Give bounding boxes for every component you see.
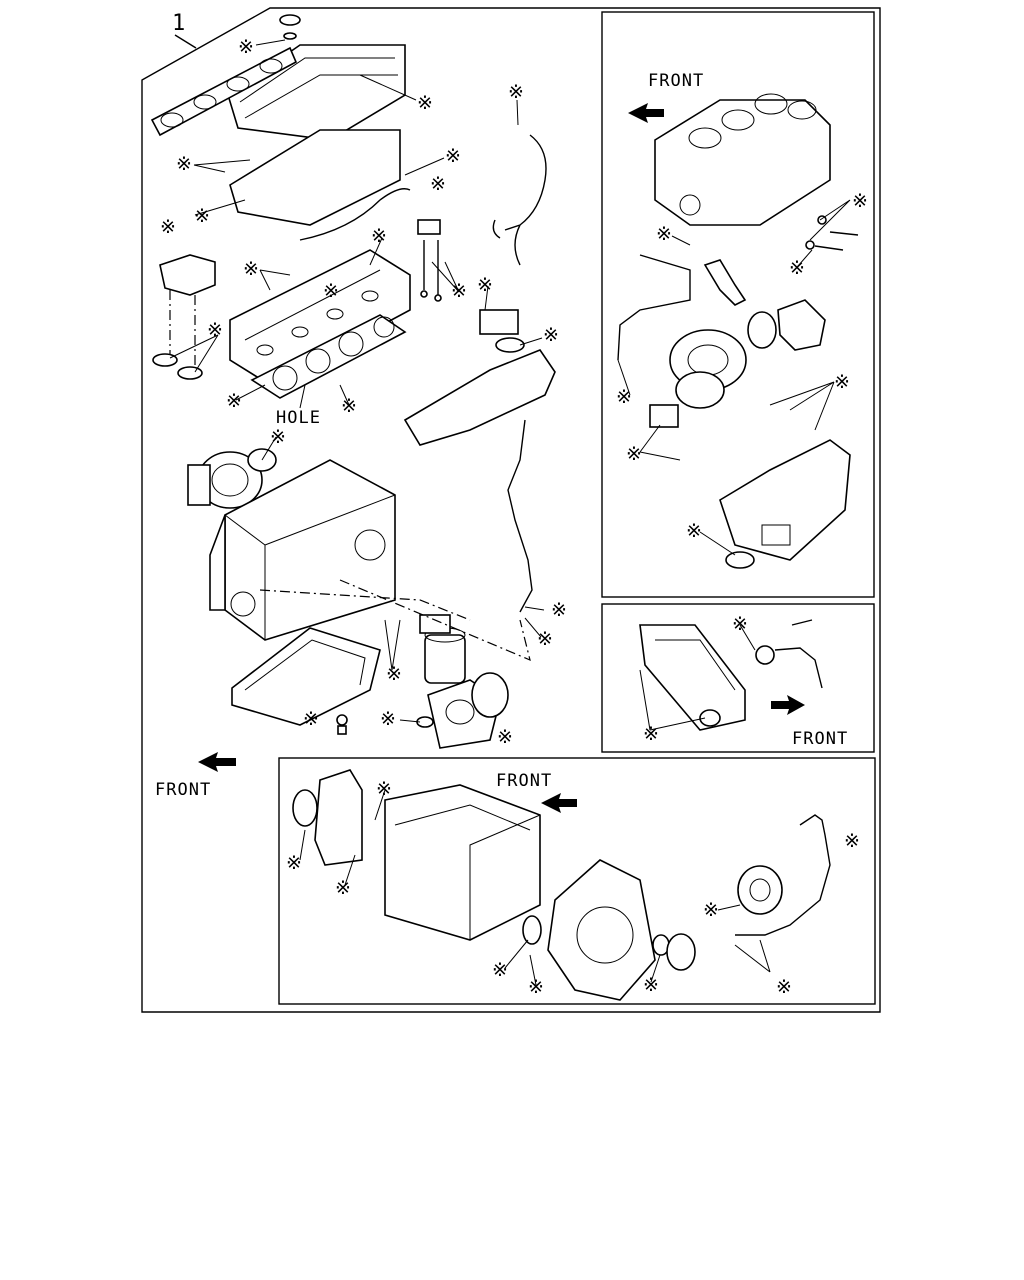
egr-cooler	[639, 624, 746, 731]
kit-marker: ※	[616, 386, 632, 408]
kit-marker: ※	[551, 599, 567, 621]
turbo-flange-gasket	[649, 404, 679, 428]
kit-marker: ※	[160, 216, 176, 238]
kit-marker: ※	[430, 173, 446, 195]
rear-cylinder-block	[384, 784, 541, 941]
kit-marker: ※	[335, 877, 351, 899]
kit-marker: ※	[176, 153, 192, 175]
kit-marker: ※	[207, 319, 223, 341]
kit-marker: ※	[371, 225, 387, 247]
kit-marker: ※	[543, 324, 559, 346]
turbo-inset-panel	[601, 11, 875, 598]
kit-marker: ※	[226, 390, 242, 412]
turbo-inset-drawing: FRONT	[617, 71, 859, 569]
kit-marker: ※	[626, 443, 642, 465]
fuel-injectors	[417, 219, 442, 302]
kit-marker: ※	[492, 959, 508, 981]
front-label-turbo: FRONT	[648, 71, 704, 91]
main-exploded-view: HOLE	[150, 14, 556, 749]
front-label-rear: FRONT	[496, 771, 552, 791]
kit-marker: ※	[194, 205, 210, 227]
kit-marker: ※	[376, 778, 392, 800]
head-cover-gasket	[229, 129, 401, 226]
kit-marker: ※	[417, 92, 433, 114]
cylinder-head	[229, 249, 411, 386]
kit-marker: ※	[537, 628, 553, 650]
fuel-leak-off-pipe	[492, 134, 547, 266]
kit-marker: ※	[508, 81, 524, 103]
oil-pan	[231, 627, 381, 726]
drain-plug	[336, 714, 348, 735]
oil-cooler-housing	[427, 672, 509, 749]
turbocharger	[669, 311, 777, 409]
kit-marker: ※	[238, 36, 254, 58]
kit-marker: ※	[686, 520, 702, 542]
kit-marker: ※	[656, 223, 672, 245]
outer-frame: 1	[141, 7, 881, 1013]
egr-cooler-inset-drawing: FRONT	[639, 619, 848, 749]
cylinder-head-cover	[227, 44, 406, 141]
turbo-oil-return-pipe	[703, 259, 747, 306]
kit-marker: ※	[303, 708, 319, 730]
kit-marker: ※	[528, 976, 544, 998]
turbo-exhaust-manifold	[719, 439, 851, 561]
kit-marker: ※	[844, 830, 860, 852]
vacuum-pump	[737, 865, 783, 915]
egr-bolt	[791, 619, 813, 626]
rear-housing-inset-panel	[278, 757, 876, 1005]
turbo-oil-feed-pipe	[617, 254, 691, 361]
kit-marker: ※	[270, 426, 286, 448]
rear-cover-plate	[666, 933, 696, 971]
kit-marker: ※	[497, 726, 513, 748]
rear-oil-seal	[522, 915, 542, 945]
kit-marker: ※	[286, 852, 302, 874]
egr-valve	[479, 309, 525, 353]
kit-marker: ※	[776, 976, 792, 998]
turbo-cylinder-block	[654, 93, 831, 226]
kit-marker: ※	[643, 723, 659, 745]
front-cover	[292, 769, 363, 866]
kit-marker: ※	[477, 274, 493, 296]
kit-marker: ※	[643, 974, 659, 996]
kit-marker: ※	[323, 280, 339, 302]
leader-lines	[169, 39, 851, 986]
front-arrow-turbo	[628, 103, 664, 123]
egr-cooler-gasket	[699, 709, 721, 727]
flywheel-housing	[547, 859, 656, 1001]
rear-housing-inset-drawing: FRONT	[292, 769, 831, 1001]
turbo-small-gasket	[725, 551, 755, 569]
cylinder-block	[209, 459, 396, 641]
kit-marker: ※	[380, 708, 396, 730]
kit-marker: ※	[834, 371, 850, 393]
egr-adapter	[777, 299, 826, 351]
kit-marker: ※	[445, 145, 461, 167]
kit-marker: ※	[852, 190, 868, 212]
kit-marker: ※	[243, 258, 259, 280]
kit-marker: ※	[341, 395, 357, 417]
front-label-egr: FRONT	[792, 729, 848, 749]
front-arrow-egr	[771, 695, 805, 715]
thermostat-housing	[152, 254, 216, 380]
exhaust-manifold	[403, 349, 556, 446]
turbo-bolts	[805, 215, 859, 251]
oil-level-gauge-guide	[507, 419, 533, 613]
front-arrow-main: FRONT	[155, 752, 236, 800]
vacuum-pipe	[735, 814, 831, 936]
front-label-main: FRONT	[155, 780, 211, 800]
item-number-label: 1	[172, 11, 186, 36]
manifold-gasket	[150, 46, 298, 137]
hole-label: HOLE	[276, 408, 321, 428]
oil-filter	[419, 614, 466, 684]
front-arrow-rear	[541, 793, 577, 813]
cylinder-head-gasket	[250, 314, 407, 399]
egr-cooler-pipe	[774, 647, 823, 689]
breather-pipe	[299, 188, 411, 241]
kit-marker: ※	[703, 899, 719, 921]
egr-cooler-inset-panel	[601, 603, 875, 753]
kit-marker: ※	[732, 613, 748, 635]
kit-marker: ※	[386, 663, 402, 685]
